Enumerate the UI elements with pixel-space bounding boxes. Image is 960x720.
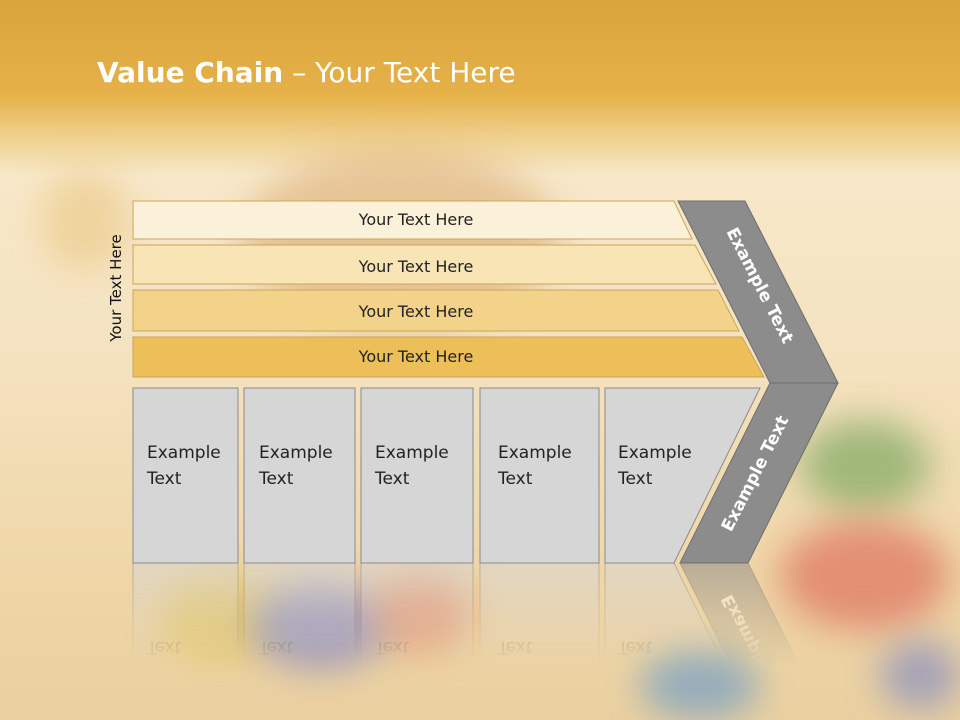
primary-cell-line: Example: [375, 443, 449, 463]
primary-cell: [132, 387, 239, 564]
svg-text:Text: Text: [497, 637, 533, 657]
support-activities: Your Text Here Your Text Here Your Text …: [132, 200, 765, 378]
support-row-label: Your Text Here: [358, 210, 474, 229]
primary-cell-text: Example Text: [259, 440, 333, 492]
support-row-label: Your Text Here: [358, 302, 474, 321]
primary-activities: [132, 387, 761, 564]
svg-text:Example: Example: [147, 663, 221, 683]
page-title: Value Chain – Your Text Here: [97, 56, 516, 89]
primary-cell: [243, 387, 356, 564]
support-row: [132, 289, 740, 332]
background-blob: [800, 420, 930, 510]
primary-cell-text: Example Text: [618, 440, 692, 492]
background-blob: [780, 520, 950, 630]
primary-cell-line: Text: [498, 469, 533, 489]
svg-text:Example: Example: [498, 663, 572, 683]
diagram-reflection: Example Text Example Text Example Text E…: [132, 562, 828, 720]
primary-cell-line: Example: [259, 443, 333, 463]
svg-text:Text: Text: [146, 637, 182, 657]
primary-cell: [479, 387, 600, 564]
primary-cell-line: Example: [147, 443, 221, 463]
primary-cell-line: Text: [147, 469, 182, 489]
primary-cell-line: Text: [259, 469, 294, 489]
primary-cell-text: Example Text: [147, 440, 221, 492]
primary-cell-text: Example Text: [375, 440, 449, 492]
svg-text:Example: Example: [259, 663, 333, 683]
support-row: [132, 200, 693, 240]
background-blob: [40, 170, 130, 270]
primary-cell: [360, 387, 474, 564]
primary-cell-line: Text: [375, 469, 410, 489]
support-row-label: Your Text Here: [358, 347, 474, 366]
primary-cell-line: Text: [618, 469, 653, 489]
primary-cell-line: Example: [498, 443, 572, 463]
svg-text:Example: Example: [375, 663, 449, 683]
support-row-label: Your Text Here: [358, 257, 474, 276]
background-blob: [880, 640, 960, 710]
support-row: [132, 244, 717, 285]
svg-text:Text: Text: [617, 637, 653, 657]
svg-text:Text: Text: [258, 637, 294, 657]
primary-cell-text: Example Text: [498, 440, 572, 492]
support-row: [132, 336, 765, 378]
svg-text:Text: Text: [374, 637, 410, 657]
primary-cell-line: Example: [618, 443, 692, 463]
svg-text:Example: Example: [618, 663, 692, 683]
margin-arrow: Example Text Example Text: [677, 200, 839, 564]
